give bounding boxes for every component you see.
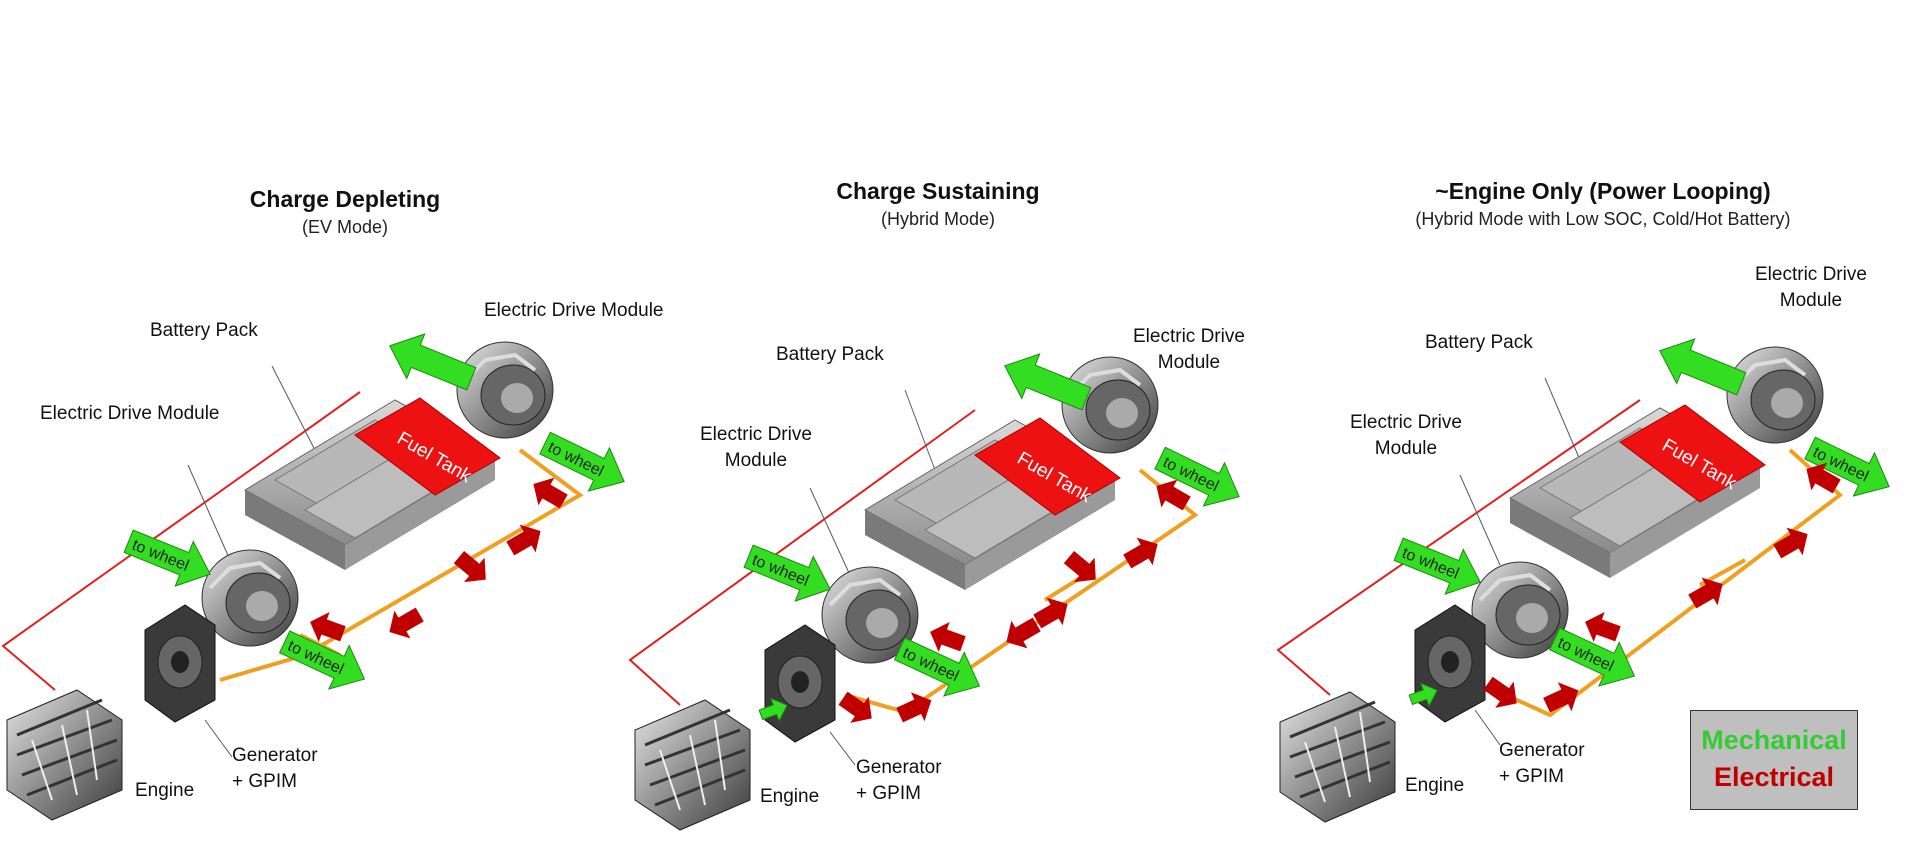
panel-title: Charge Depleting [249, 186, 441, 212]
electrical-flow-arrow [1585, 611, 1621, 643]
electrical-flow-arrow [1688, 577, 1723, 609]
electrical-flow-arrow [389, 607, 424, 639]
label-electric-drive-module-rear: Electric Drive Module [1755, 264, 1867, 311]
electrical-flow-arrow [930, 621, 966, 653]
electrical-flow-arrow [1156, 479, 1191, 511]
label-electric-drive-module-front: Electric Drive Module [40, 403, 220, 424]
panel1-art: Fuel Tank to wheel to wheel to wheel [1, 333, 625, 822]
electric-drive-module-front-icon [200, 548, 300, 648]
fuel-line [1, 391, 361, 691]
leader-line [187, 464, 231, 561]
electric-drive-module-rear-icon [455, 340, 555, 440]
leader-line [204, 719, 233, 758]
label-battery-pack: Battery Pack [150, 320, 258, 341]
electrical-flow-arrow [533, 477, 568, 509]
label-engine: Engine [760, 786, 820, 807]
fuel-line [1276, 399, 1641, 696]
electrical-flow-arrow [838, 691, 872, 723]
engine-icon [633, 698, 752, 832]
legend-mechanical: Mechanical [1701, 725, 1847, 755]
panel-subtitle: (EV Mode) [301, 217, 389, 237]
wheel-arrow [1004, 353, 1092, 411]
electrical-flow-arrow [1123, 537, 1158, 569]
electrical-flow-arrow [1063, 550, 1096, 583]
electrical-flow-arrow [1033, 597, 1068, 629]
panel-subtitle: (Hybrid Mode) [880, 209, 996, 229]
panel-charge-depleting: Charge Depleting (EV Mode) Battery Pack … [0, 0, 664, 850]
fuel-line [628, 409, 976, 706]
panel-charge-sustaining: Charge Sustaining (Hybrid Mode) Battery … [620, 0, 1260, 850]
label-electric-drive-module-rear: Electric Drive Module [484, 300, 664, 321]
generator-icon [1414, 604, 1486, 723]
label-generator: Generator + GPIM [1499, 740, 1585, 787]
generator-icon [764, 624, 836, 743]
hv-wire [219, 448, 584, 682]
electrical-flow-arrow [896, 692, 932, 723]
panel-engine-only: ~Engine Only (Power Looping) (Hybrid Mod… [1275, 0, 1915, 850]
electrical-flow-arrow [506, 524, 541, 556]
label-battery-pack: Battery Pack [1425, 332, 1533, 353]
panel-title: ~Engine Only (Power Looping) [1435, 178, 1771, 204]
electrical-flow-arrow [1006, 617, 1041, 649]
label-generator: Generator + GPIM [232, 745, 318, 792]
wheel-arrow [1659, 338, 1747, 396]
panel-subtitle: (Hybrid Mode with Low SOC, Cold/Hot Batt… [1415, 209, 1791, 229]
legend-box: Mechanical Electrical [1690, 710, 1858, 810]
fuel-tank-icon: Fuel Tank [974, 417, 1121, 516]
leader-line [271, 365, 319, 457]
electrical-flow-arrow [1806, 462, 1841, 494]
mechanical-flow-arrow [1408, 682, 1438, 708]
wheel-arrow: to wheel [1154, 446, 1240, 507]
electrical-flow-arrow [1773, 527, 1808, 559]
engine-icon [5, 688, 124, 822]
label-battery-pack: Battery Pack [776, 344, 884, 365]
label-engine: Engine [135, 780, 195, 801]
legend-electrical: Electrical [1713, 762, 1835, 792]
mechanical-flow-arrow [758, 697, 788, 723]
label-electric-drive-module-rear: Electric Drive Module [1133, 326, 1245, 373]
electrical-flow-arrow [310, 611, 346, 643]
engine-icon [1278, 690, 1397, 824]
electrical-flow-arrow [1483, 676, 1517, 708]
electrical-flow-arrow [1543, 682, 1579, 713]
wheel-arrow [389, 333, 477, 391]
electric-drive-module-rear-icon [1725, 345, 1825, 445]
label-engine: Engine [1405, 775, 1465, 796]
label-electric-drive-module-front: Electric Drive Module [1350, 412, 1462, 459]
panel-title: Charge Sustaining [836, 178, 1040, 204]
generator-icon [144, 604, 216, 723]
panel2-art: Fuel Tank to wheel to wheel to wheel [628, 353, 1240, 832]
label-generator: Generator + GPIM [856, 757, 942, 804]
electrical-flow-arrow [453, 550, 486, 583]
label-electric-drive-module-front: Electric Drive Module [700, 424, 812, 471]
